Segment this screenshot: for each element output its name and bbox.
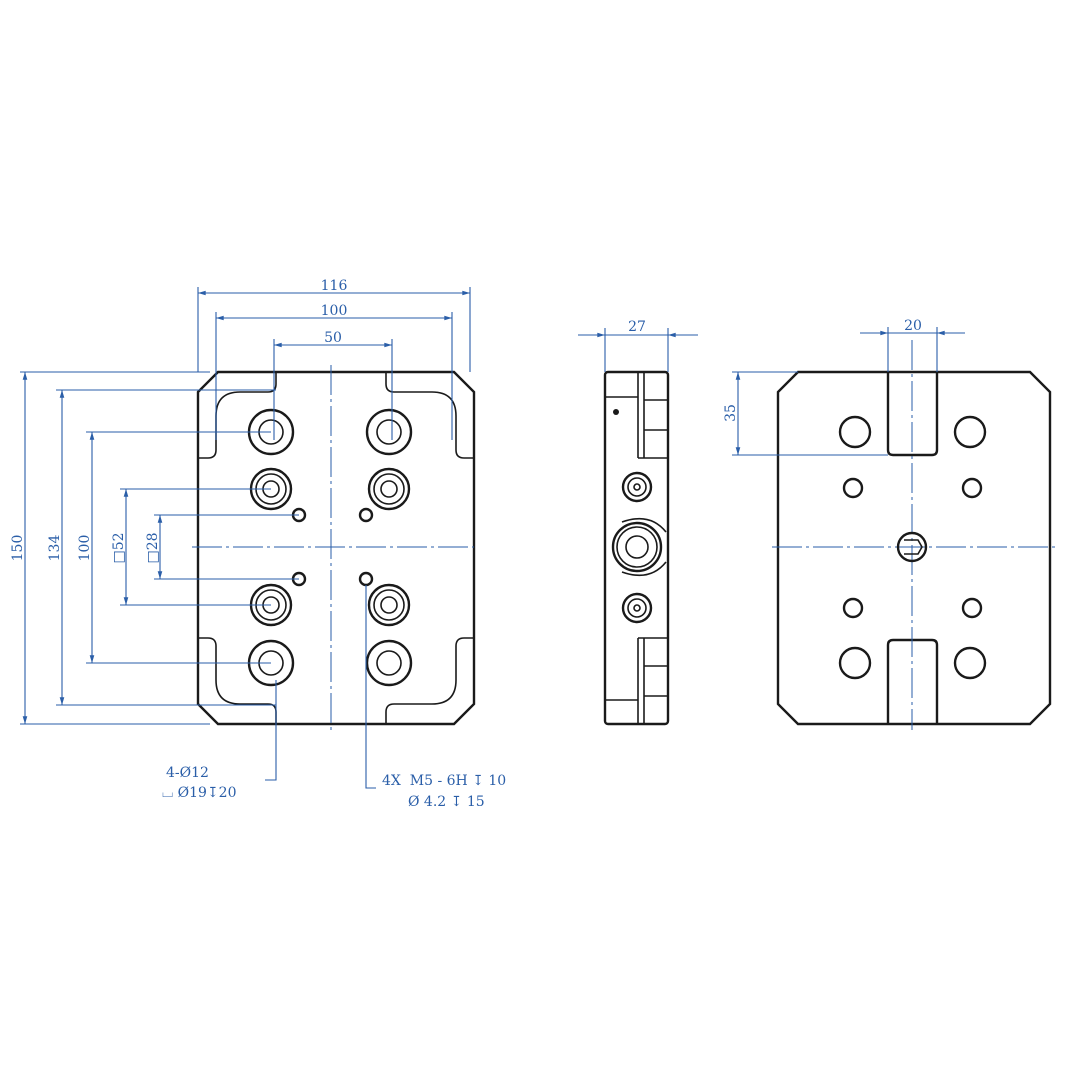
dim-134: 134 — [47, 535, 63, 562]
dim-square-28: □28 — [145, 532, 161, 563]
pocket-bottom-left — [198, 637, 277, 724]
thread-callout-line2: Ø 4.2 ↧ 15 — [408, 794, 485, 810]
pocket-top-left — [198, 372, 277, 459]
dim-100-vertical: 100 — [77, 535, 93, 562]
front-plate-outline — [196, 370, 476, 726]
thread-callout-line1: 4X M5 - 6H ↧ 10 — [382, 773, 506, 789]
dim-20: 20 — [904, 318, 922, 334]
dim-150: 150 — [10, 535, 26, 562]
dim-35: 35 — [723, 404, 739, 422]
slot-top — [886, 372, 939, 457]
dim-square-52: □52 — [111, 532, 127, 563]
counterbore-callout-line2: ⌴ Ø19↧20 — [162, 785, 237, 801]
pocket-top-right — [385, 372, 474, 459]
pocket-bottom-right — [385, 637, 474, 724]
front-view: 116 100 50 150 134 100 □52 □28 4-Ø12 ⌴ Ø… — [10, 278, 506, 810]
front-dimension-lines — [20, 287, 471, 789]
side-outline — [603, 370, 670, 726]
dim-116: 116 — [321, 278, 348, 294]
dim-100-horizontal: 100 — [321, 303, 348, 319]
counterbore-callout-line1: 4-Ø12 — [166, 765, 209, 781]
side-view: 27 — [578, 319, 698, 726]
dim-27: 27 — [628, 319, 646, 335]
counterbore-holes — [247, 408, 413, 687]
center-hex-socket — [896, 531, 928, 563]
rear-view: 20 35 — [723, 318, 1055, 730]
dim-50: 50 — [324, 330, 342, 346]
rear-plate-outline — [776, 370, 1052, 726]
